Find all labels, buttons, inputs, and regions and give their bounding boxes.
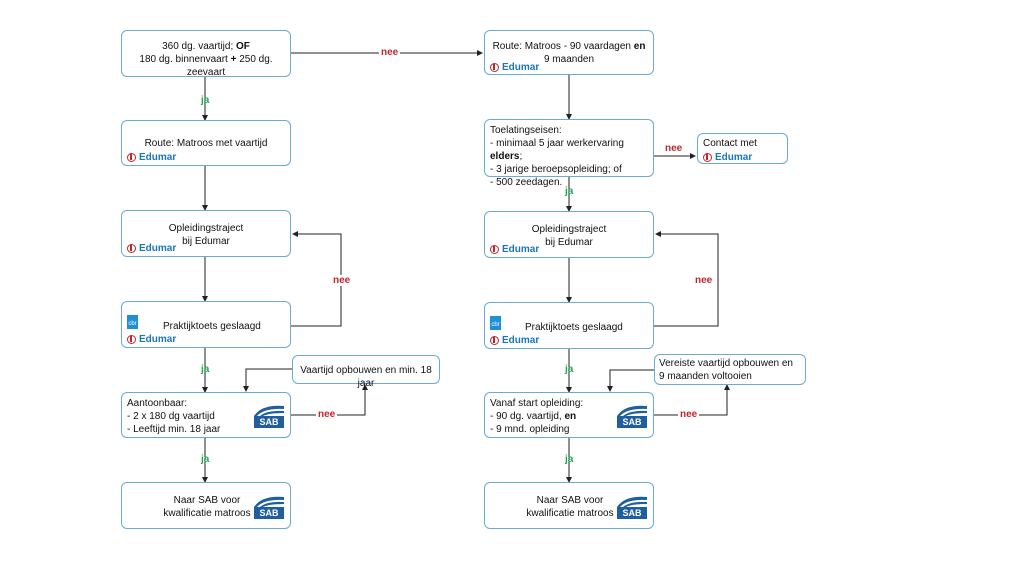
edumar-logo: Edumar [127, 242, 176, 255]
right-route-line1-bold: en [633, 41, 646, 52]
start-line1: 360 dg. vaartijd; [162, 41, 237, 52]
label-nee: nee [663, 143, 685, 154]
label-ja: ja [565, 364, 574, 375]
right-sab-line1: Naar SAB voor [536, 495, 604, 506]
label-ja: ja [201, 364, 210, 375]
edumar-mark-icon [127, 335, 136, 344]
right-eisen-line2: - minimaal 5 jaar werkervaring [490, 138, 624, 149]
right-traject-line2: bij Edumar [545, 237, 593, 248]
sab-wave-icon [254, 496, 284, 507]
start-line2-rest: 250 dg. zeevaart [186, 54, 273, 78]
sab-logo: SAB [254, 402, 284, 428]
left-praktijk-box: cbr Praktijktoets geslaagd Edumar [121, 301, 291, 348]
label-nee: nee [693, 275, 715, 286]
cbr-logo: cbr [490, 316, 501, 330]
left-aantoonbaar-line3: - Leeftijd min. 18 jaar [127, 424, 221, 435]
edumar-logo: Edumar [490, 61, 539, 74]
right-route-box: Route: Matroos - 90 vaardagen en 9 maand… [484, 30, 654, 75]
label-ja: ja [565, 454, 574, 465]
left-aantoonbaar-line2: - 2 x 180 dg vaartijd [127, 411, 215, 422]
edumar-logo: Edumar [127, 333, 176, 346]
right-praktijk-text: Praktijktoets geslaagd [525, 322, 623, 333]
start-condition-box: 360 dg. vaartijd; OF 180 dg. binnenvaart… [121, 30, 291, 78]
right-vanaf-line1: Vanaf start opleiding: [490, 398, 584, 409]
start-line1-bold: OF [236, 41, 250, 52]
edumar-mark-icon [490, 336, 499, 345]
right-traject-line1: Opleidingstraject [531, 224, 607, 235]
right-sab-box: Naar SAB voor kwalificatie matroos SAB [484, 482, 654, 529]
left-sab-line1: Naar SAB voor [173, 495, 241, 506]
label-ja: ja [565, 186, 574, 197]
left-opbouwen-box: Vaartijd opbouwen en min. 18 jaar [292, 355, 440, 389]
label-nee: nee [379, 47, 401, 58]
right-traject-box: Opleidingstraject bij Edumar Edumar [484, 211, 654, 258]
start-line2-bold: + [230, 54, 237, 65]
edumar-mark-icon [490, 63, 499, 72]
left-traject-line1: Opleidingstraject [168, 223, 244, 234]
right-opbouwen-box: Vereiste vaartijd opbouwen en 9 maanden … [654, 354, 806, 385]
edumar-mark-icon [127, 244, 136, 253]
right-vanaf-box: Vanaf start opleiding: - 90 dg. vaartijd… [484, 392, 654, 438]
label-nee: nee [678, 409, 700, 420]
sab-wave-icon [254, 405, 284, 416]
right-vanaf-line3: - 9 mnd. opleiding [490, 424, 570, 435]
sab-wave-icon [617, 405, 647, 416]
sab-logo: SAB [617, 402, 647, 428]
right-contact-box: Contact met Edumar [697, 133, 788, 164]
sab-logo: SAB [617, 493, 647, 519]
cbr-logo: cbr [127, 315, 138, 329]
right-sab-line2: kwalificatie matroos [526, 508, 614, 519]
label-ja: ja [201, 95, 210, 106]
right-eisen-box: Toelatingseisen: - minimaal 5 jaar werke… [484, 119, 654, 188]
left-aantoonbaar-line1: Aantoonbaar: [127, 398, 188, 409]
left-aantoonbaar-box: Aantoonbaar: - 2 x 180 dg vaartijd - Lee… [121, 392, 291, 438]
right-contact-text: Contact met [703, 138, 757, 149]
edumar-mark-icon [490, 245, 499, 254]
right-opbouwen-line1: Vereiste vaartijd opbouwen en [659, 358, 793, 369]
right-eisen-line4: - 500 zeedagen. [490, 177, 563, 188]
edumar-logo: Edumar [490, 334, 539, 347]
left-sab-line2: kwalificatie matroos [163, 508, 251, 519]
edumar-mark-icon [703, 153, 712, 162]
right-eisen-line2-rest: ; [519, 151, 523, 162]
right-opbouwen-line2: 9 maanden voltooien [659, 371, 752, 382]
left-traject-line2: bij Edumar [182, 236, 230, 247]
label-ja: ja [201, 454, 210, 465]
edumar-logo: Edumar [490, 243, 539, 256]
left-opbouwen-text: Vaartijd opbouwen en min. 18 jaar [300, 365, 432, 389]
sab-logo: SAB [254, 493, 284, 519]
sab-wave-icon [617, 496, 647, 507]
right-vanaf-line2: - 90 dg. vaartijd, [490, 411, 565, 422]
start-line2: 180 dg. binnenvaart [139, 54, 231, 65]
left-route-text: Route: Matroos met vaartijd [144, 138, 268, 149]
label-nee: nee [331, 275, 353, 286]
left-sab-box: Naar SAB voor kwalificatie matroos SAB [121, 482, 291, 529]
label-nee: nee [316, 409, 338, 420]
right-eisen-line3: - 3 jarige beroepsopleiding; of [490, 164, 622, 175]
right-route-line1: Route: Matroos - 90 vaardagen [492, 41, 634, 52]
edumar-logo: Edumar [703, 151, 752, 164]
right-eisen-line2-bold: elders [490, 151, 520, 162]
edumar-logo: Edumar [127, 151, 176, 164]
left-praktijk-text: Praktijktoets geslaagd [163, 321, 261, 332]
edumar-mark-icon [127, 153, 136, 162]
right-eisen-line1: Toelatingseisen: [490, 125, 562, 136]
right-praktijk-box: cbr Praktijktoets geslaagd Edumar [484, 302, 654, 349]
left-traject-box: Opleidingstraject bij Edumar Edumar [121, 210, 291, 257]
right-route-line2: 9 maanden [543, 54, 595, 65]
right-vanaf-line2-bold: en [564, 411, 577, 422]
left-route-box: Route: Matroos met vaartijd Edumar [121, 120, 291, 166]
